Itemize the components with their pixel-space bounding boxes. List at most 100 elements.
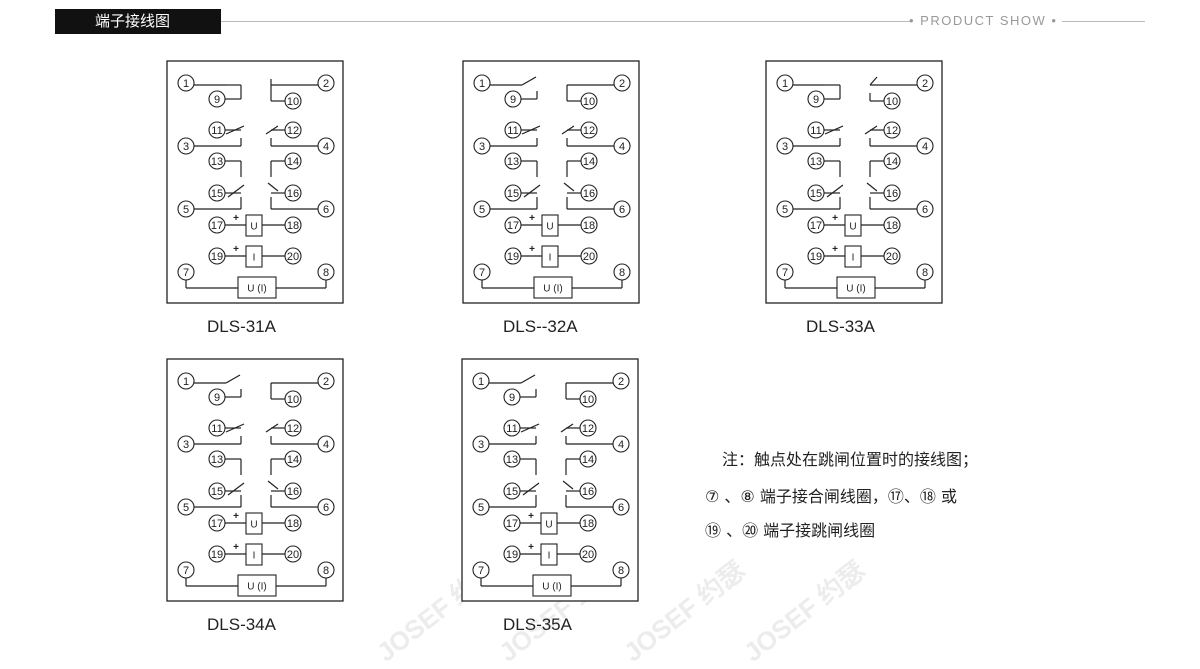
terminal-number: 17 <box>211 220 223 232</box>
terminal-number: 18 <box>886 220 898 232</box>
terminal-19 <box>504 247 522 265</box>
terminal-14 <box>284 152 302 170</box>
terminal-12 <box>579 419 597 437</box>
terminal-number: 15 <box>507 188 519 200</box>
terminal-13 <box>503 450 521 468</box>
terminal-13 <box>504 152 522 170</box>
terminal-number: 13 <box>506 454 518 466</box>
terminal-6 <box>612 498 630 516</box>
terminal-number: 7 <box>183 267 189 279</box>
terminal-20 <box>284 247 302 265</box>
plus-sign: + <box>832 244 838 255</box>
terminal-18 <box>580 216 598 234</box>
terminal-11 <box>503 419 521 437</box>
terminal-number: 6 <box>323 204 329 216</box>
wire <box>520 374 536 384</box>
terminal-19 <box>208 545 226 563</box>
plus-sign: + <box>528 542 534 553</box>
terminal-number: 7 <box>782 267 788 279</box>
wire <box>866 182 878 192</box>
terminal-number: 11 <box>810 125 821 137</box>
terminal-number: 1 <box>478 376 484 388</box>
terminal-2 <box>317 372 335 390</box>
terminal-number: 19 <box>211 251 223 263</box>
terminal-10 <box>284 390 302 408</box>
terminal-number: 2 <box>619 78 625 90</box>
terminal-3 <box>472 435 490 453</box>
terminal-9 <box>503 388 521 406</box>
diagram-label-34a: DLS-34A <box>207 615 276 634</box>
current-coil-box-label: I <box>852 253 855 264</box>
terminal-16 <box>883 184 901 202</box>
terminal-7 <box>473 263 491 281</box>
terminal-number: 20 <box>886 251 898 263</box>
terminal-5 <box>473 200 491 218</box>
terminal-10 <box>883 92 901 110</box>
terminal-number: 16 <box>582 486 594 498</box>
terminal-8 <box>612 561 630 579</box>
coil-box <box>532 574 572 597</box>
terminal-5 <box>776 200 794 218</box>
terminal-number: 2 <box>323 376 329 388</box>
terminal-11 <box>208 419 226 437</box>
coil-box <box>237 574 277 597</box>
terminal-17 <box>503 514 521 532</box>
terminal-number: 11 <box>211 125 222 137</box>
terminal-10 <box>580 92 598 110</box>
terminal-number: 7 <box>479 267 485 279</box>
wire <box>225 374 241 384</box>
terminal-number: 14 <box>287 454 299 466</box>
voltage-coil-box-label: U <box>250 222 257 233</box>
terminal-1 <box>177 74 195 92</box>
terminal-number: 9 <box>214 94 220 106</box>
terminal-8 <box>916 263 934 281</box>
terminal-9 <box>208 388 226 406</box>
terminal-11 <box>504 121 522 139</box>
coil-box-label: U (I) <box>846 284 865 295</box>
terminal-number: 7 <box>183 565 189 577</box>
terminal-number: 20 <box>583 251 595 263</box>
terminal-number: 16 <box>886 188 898 200</box>
wire <box>225 423 245 433</box>
terminal-2 <box>612 372 630 390</box>
wire <box>521 76 537 86</box>
wire <box>824 125 844 135</box>
wire <box>869 76 878 86</box>
current-coil-box-label: I <box>253 551 256 562</box>
terminal-number: 15 <box>211 486 223 498</box>
current-coil-box-label: I <box>548 551 551 562</box>
wire <box>562 480 574 490</box>
terminal-number: 12 <box>583 125 595 137</box>
terminal-number: 19 <box>810 251 822 263</box>
terminal-number: 3 <box>183 141 189 153</box>
terminal-5 <box>177 200 195 218</box>
terminal-number: 19 <box>507 251 519 263</box>
terminal-4 <box>317 137 335 155</box>
wire <box>227 482 245 496</box>
terminal-7 <box>177 561 195 579</box>
wire <box>560 423 574 433</box>
terminal-number: 16 <box>583 188 595 200</box>
terminal-number: 1 <box>479 78 485 90</box>
terminal-number: 5 <box>183 204 189 216</box>
note-line-2: ⑦ 、⑧ 端子接合闸线圈，⑰、⑱ 或 <box>705 487 957 506</box>
terminal-number: 14 <box>582 454 594 466</box>
voltage-coil-box-label: U <box>546 222 553 233</box>
plus-sign: + <box>233 213 239 224</box>
terminal-number: 13 <box>211 156 223 168</box>
voltage-coil-box-label: U <box>250 520 257 531</box>
terminal-number: 9 <box>214 392 220 404</box>
terminal-number: 6 <box>619 204 625 216</box>
plus-sign: + <box>233 244 239 255</box>
terminal-number: 6 <box>323 502 329 514</box>
terminal-number: 5 <box>183 502 189 514</box>
terminal-number: 12 <box>287 423 299 435</box>
terminal-number: 3 <box>183 439 189 451</box>
coil-box <box>237 276 277 299</box>
wire <box>267 480 279 490</box>
terminal-number: 6 <box>618 502 624 514</box>
terminal-18 <box>284 216 302 234</box>
